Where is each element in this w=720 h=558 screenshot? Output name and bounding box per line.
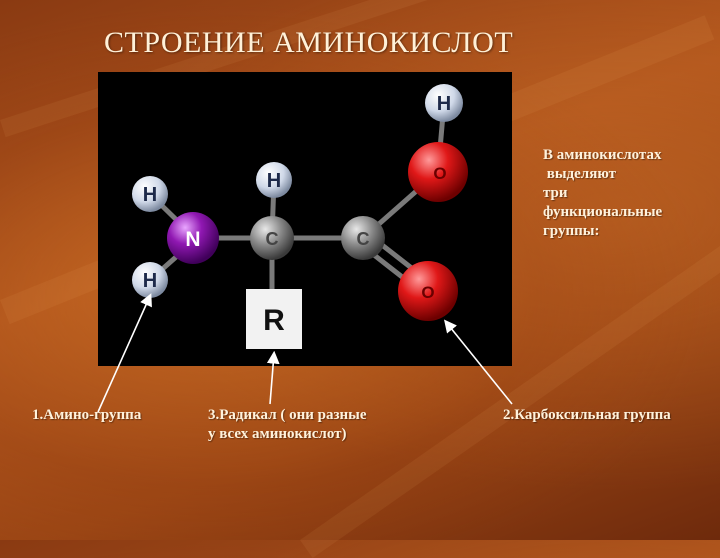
oxygen-atom-bottom: O: [398, 261, 458, 321]
note-line: выделяют: [543, 166, 616, 182]
molecule-diagram: H O H H N C C: [98, 72, 512, 366]
nitrogen-atom: N: [167, 212, 219, 264]
carboxyl-arrow: [443, 319, 513, 405]
radical-label-line1: 3.Радикал ( они разные: [208, 407, 367, 423]
svg-text:C: C: [357, 229, 370, 249]
svg-text:C: C: [266, 229, 279, 249]
carboxyl-group-label: 2.Карбоксильная группа: [503, 407, 671, 423]
carbon-atom-carboxyl: C: [341, 216, 385, 260]
pointer-arrows: [97, 293, 513, 413]
svg-text:N: N: [185, 228, 200, 251]
slide-title: СТРОЕНИЕ АМИНОКИСЛОТ: [104, 26, 514, 59]
radical-r-box: R: [246, 289, 302, 349]
note-line: функциональные: [543, 204, 663, 220]
amino-group-label: 1.Амино-группа: [32, 407, 142, 423]
radical-label: 3.Радикал ( они разные у всех аминокисло…: [208, 406, 367, 444]
note-line: три: [543, 185, 568, 201]
hydrogen-atom-left-bottom: H: [132, 262, 168, 298]
amino-acid-molecule: H O H H N C C: [132, 84, 468, 349]
amino-arrow: [97, 293, 152, 413]
hydrogen-atom-center: H: [256, 162, 292, 198]
hydrogen-atom-left-top: H: [132, 176, 168, 212]
oxygen-atom-top: O: [408, 142, 468, 202]
note-line: группы:: [543, 223, 600, 239]
radical-arrow: [266, 350, 280, 405]
note-line: В аминокислотах: [543, 147, 662, 163]
carbon-atom-alpha: C: [250, 216, 294, 260]
svg-text:O: O: [421, 283, 434, 302]
svg-text:O: O: [433, 164, 446, 183]
svg-text:R: R: [263, 304, 285, 337]
functional-groups-note: В аминокислотах выделяют три функциональ…: [543, 146, 715, 241]
hydrogen-atom-top: H: [425, 84, 463, 122]
svg-text:H: H: [437, 93, 451, 115]
svg-text:H: H: [143, 270, 157, 292]
radical-label-line2: у всех аминокислот): [208, 426, 347, 442]
svg-text:H: H: [267, 170, 281, 192]
svg-text:H: H: [143, 184, 157, 206]
